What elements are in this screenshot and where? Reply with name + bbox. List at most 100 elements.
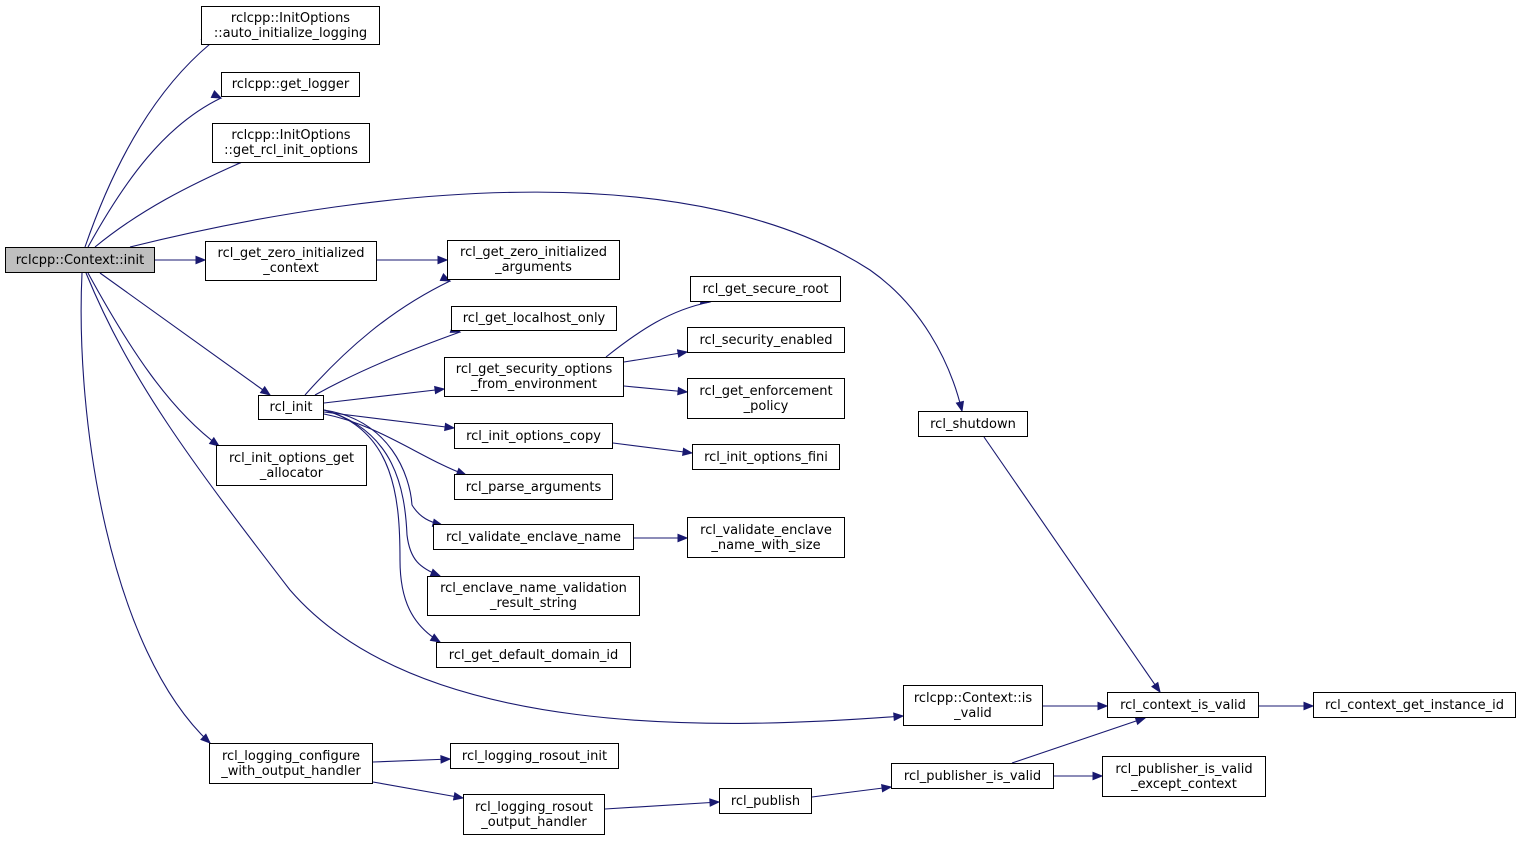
node-label-line: ::get_rcl_init_options [224, 143, 358, 158]
arrowhead [676, 349, 689, 358]
node-publisher-is-valid-except-context[interactable]: rcl_publisher_is_valid_except_context [1102, 756, 1266, 797]
node-label-line: rcl_enclave_name_validation [440, 581, 627, 596]
node-label-line: rclcpp::Context::is [913, 690, 1033, 706]
edge-security-enabled [623, 349, 689, 363]
node-label-line: rcl_init [269, 400, 313, 415]
arrowhead [1151, 681, 1161, 694]
node-label-line: rcl_context_get_instance_id [1324, 697, 1505, 713]
node-auto-initialize-logging[interactable]: rclcpp::InitOptions::auto_initialize_log… [201, 6, 380, 45]
edge-init-zero-context [155, 255, 207, 265]
node-get-rcl-init-options[interactable]: rclcpp::InitOptions::get_rcl_init_option… [212, 123, 370, 163]
node-logging-configure[interactable]: rcl_logging_configure_with_output_handle… [209, 743, 373, 784]
node-get-logger[interactable]: rclcpp::get_logger [221, 72, 360, 97]
arrowhead [434, 385, 446, 395]
edge-rcl-init-enclave-result [323, 409, 442, 577]
edge-publisher-valid-except [1054, 771, 1104, 781]
node-label-line: rclcpp::get_logger [231, 77, 350, 92]
node-label-line: _arguments [495, 260, 572, 275]
node-label-line: rcl_get_secure_root [702, 281, 829, 297]
node-init-options-fini[interactable]: rcl_init_options_fini [692, 444, 840, 470]
node-label-line: rcl_publisher_is_valid [1115, 761, 1253, 777]
node-validate-enclave-name[interactable]: rcl_validate_enclave_name [433, 524, 634, 550]
arrowhead [452, 792, 465, 801]
node-label-line: rcl_get_zero_initialized [217, 246, 365, 261]
node-rcl-publish[interactable]: rcl_publish [719, 788, 812, 814]
node-get-default-domain-id[interactable]: rcl_get_default_domain_id [436, 642, 631, 668]
node-label-line: rcl_init_options_copy [466, 428, 601, 444]
edge-options-copy-fini [612, 442, 694, 457]
arrowhead [210, 90, 223, 99]
arrowhead [682, 447, 694, 457]
node-get-zero-initialized-context[interactable]: rcl_get_zero_initialized_context [205, 241, 377, 281]
node-label-line: rcl_logging_configure [221, 748, 361, 764]
edge-init-logging-configure [80, 272, 211, 744]
arrowhead [677, 386, 689, 396]
node-label-line: _except_context [1131, 776, 1237, 792]
node-label-line: rcl_get_zero_initialized [460, 245, 607, 260]
node-context-is-valid-cpp[interactable]: rclcpp::Context::is_valid [903, 685, 1043, 726]
node-get-secure-root[interactable]: rcl_get_secure_root [690, 276, 841, 302]
node-label-line: rclcpp::Context::init [15, 252, 145, 268]
node-rcl-shutdown[interactable]: rcl_shutdown [918, 411, 1028, 437]
node-label-line: rcl_get_enforcement [699, 383, 833, 399]
node-label-line: rcl_get_security_options [455, 362, 613, 377]
node-label-line: rcl_security_enabled [699, 332, 833, 348]
node-label-line: _allocator [259, 465, 324, 481]
arrowhead [429, 633, 442, 643]
arrowhead [444, 422, 456, 432]
edge-init-is-valid [85, 272, 905, 724]
edge-publish-publisher-valid [811, 783, 893, 798]
arrowhead [1134, 716, 1147, 726]
node-get-localhost-only[interactable]: rcl_get_localhost_only [451, 306, 617, 331]
edge-zero-context-arguments [377, 255, 449, 265]
arrowhead [709, 798, 721, 807]
node-label-line: rcl_logging_rosout_init [461, 748, 608, 764]
node-label-line: _policy [743, 398, 789, 414]
node-label-line: rcl_validate_enclave_name [445, 529, 622, 545]
node-label-line: rcl_get_localhost_only [462, 311, 606, 326]
node-label-line: rcl_shutdown [930, 416, 1016, 432]
node-init-options-get-allocator[interactable]: rcl_init_options_get_allocator [216, 445, 367, 486]
node-label-line: rcl_publisher_is_valid [903, 768, 1042, 784]
arrowhead [881, 783, 893, 793]
node-logging-rosout-init[interactable]: rcl_logging_rosout_init [450, 743, 619, 769]
node-enclave-name-validation-result[interactable]: rcl_enclave_name_validation_result_strin… [427, 576, 640, 616]
arrowhead [440, 755, 452, 764]
node-init-options-copy[interactable]: rcl_init_options_copy [454, 423, 613, 449]
edge-logging-rosout-init [372, 755, 452, 764]
node-security-enabled[interactable]: rcl_security_enabled [687, 327, 845, 353]
node-logging-rosout-output-handler[interactable]: rcl_logging_rosout_output_handler [463, 794, 605, 835]
arrowhead [195, 255, 207, 265]
edge-rcl-init-localhost [314, 324, 462, 396]
node-label-line: rcl_logging_rosout [474, 799, 594, 815]
node-rcl-init[interactable]: rcl_init [258, 395, 324, 420]
arrowhead [429, 568, 442, 577]
edge-is-valid-context-valid [1043, 701, 1109, 711]
node-publisher-is-valid[interactable]: rcl_publisher_is_valid [891, 763, 1054, 789]
node-label-line: _context [263, 261, 319, 276]
arrowhead [437, 255, 449, 265]
node-get-security-options[interactable]: rcl_get_security_options_from_environmen… [444, 357, 624, 397]
edge-rcl-init-default-domain [323, 409, 442, 643]
node-context-get-instance-id[interactable]: rcl_context_get_instance_id [1313, 692, 1516, 718]
edge-shutdown-context-valid [983, 436, 1161, 694]
edge-init-rcl-init [99, 272, 272, 396]
edge-rosout-output-publish [604, 798, 721, 810]
arrowhead [893, 712, 905, 722]
node-rcl-context-is-valid[interactable]: rcl_context_is_valid [1107, 692, 1259, 718]
arrowhead [1303, 701, 1315, 711]
node-get-zero-initialized-arguments[interactable]: rcl_get_zero_initialized_arguments [447, 240, 620, 280]
node-label-line: rcl_validate_enclave [700, 522, 832, 538]
node-parse-arguments[interactable]: rcl_parse_arguments [454, 474, 613, 500]
node-get-enforcement-policy[interactable]: rcl_get_enforcement_policy [687, 378, 845, 419]
node-label-line: _name_with_size [711, 537, 821, 553]
node-label-line: _output_handler [481, 814, 587, 830]
node-validate-enclave-name-with-size[interactable]: rcl_validate_enclave_name_with_size [687, 517, 845, 558]
node-label-line: rcl_get_default_domain_id [448, 647, 619, 663]
arrowhead [259, 385, 272, 396]
arrowhead [1092, 771, 1104, 781]
edge-context-valid-instance [1259, 701, 1315, 711]
edge-logging-rosout-output [372, 781, 465, 801]
edge-init-get-allocator [87, 272, 221, 447]
